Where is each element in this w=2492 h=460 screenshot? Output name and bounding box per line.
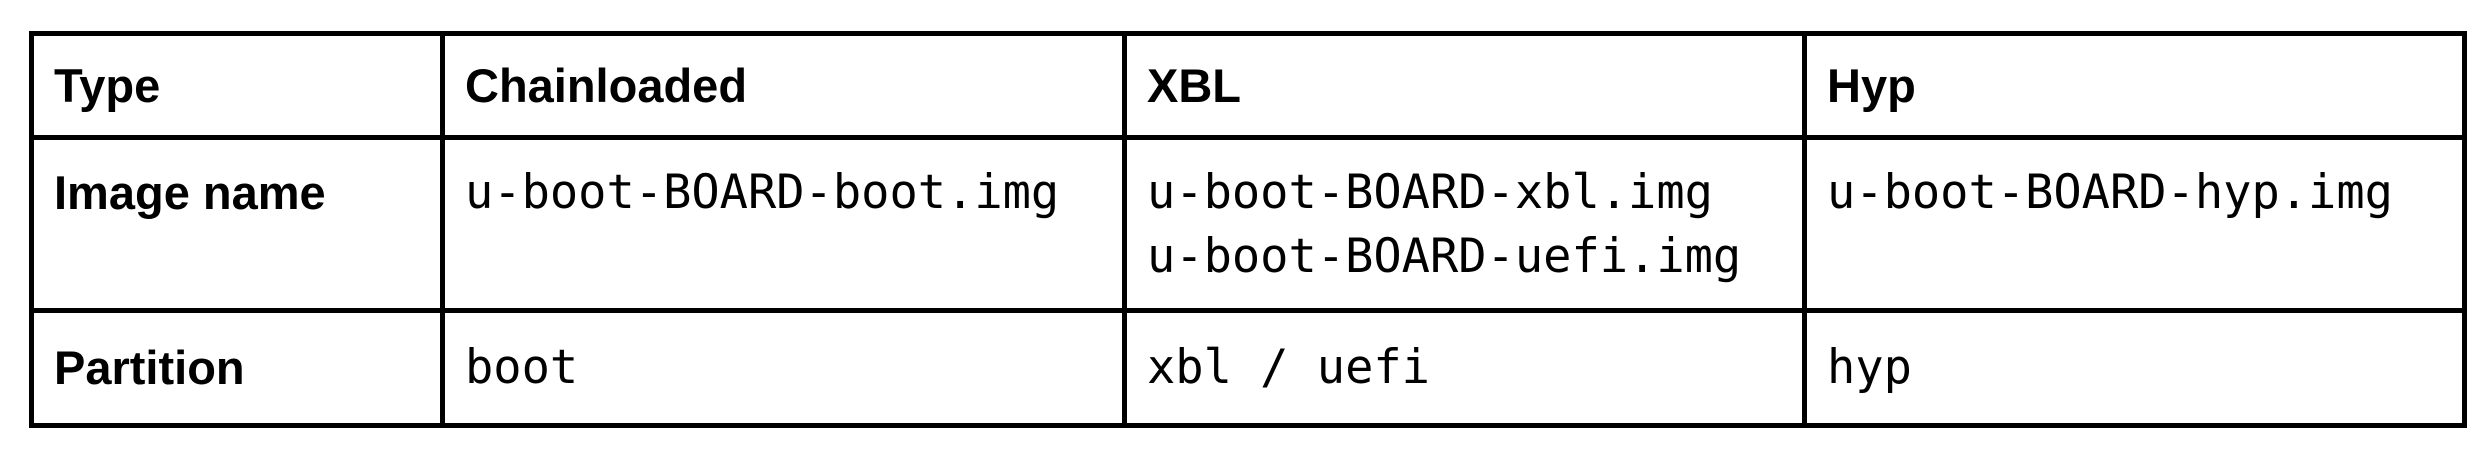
header-cell-hyp: Hyp — [1802, 31, 2467, 140]
cell-image-name-chainloaded: u-boot-BOARD-boot.img — [440, 135, 1127, 313]
cell-image-name-xbl-line1: u-boot-BOARD-xbl.img — [1147, 165, 1713, 220]
cell-image-name-xbl-line2: u-boot-BOARD-uefi.img — [1147, 229, 1742, 284]
cell-image-name-hyp: u-boot-BOARD-hyp.img — [1802, 135, 2467, 313]
cell-partition-chainloaded: boot — [440, 308, 1127, 428]
table-header-row: Type Chainloaded XBL Hyp — [29, 31, 2467, 140]
boot-images-table: Type Chainloaded XBL Hyp Image name u-bo… — [29, 31, 2467, 428]
cell-partition-xbl: xbl / uefi — [1122, 308, 1807, 428]
cell-image-name-xbl: u-boot-BOARD-xbl.img u-boot-BOARD-uefi.i… — [1122, 135, 1807, 313]
row-label-image-name: Image name — [29, 135, 445, 313]
row-label-partition: Partition — [29, 308, 445, 428]
header-cell-xbl: XBL — [1122, 31, 1807, 140]
cell-partition-hyp: hyp — [1802, 308, 2467, 428]
table-row-partition: Partition boot xbl / uefi hyp — [29, 308, 2467, 428]
table-row-image-name: Image name u-boot-BOARD-boot.img u-boot-… — [29, 135, 2467, 313]
header-cell-chainloaded: Chainloaded — [440, 31, 1127, 140]
header-cell-type: Type — [29, 31, 445, 140]
